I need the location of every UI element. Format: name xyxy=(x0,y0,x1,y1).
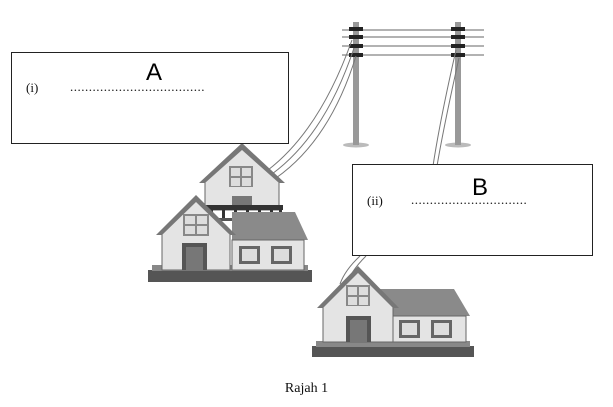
power-pole-left xyxy=(343,22,369,148)
figure-caption: Rajah 1 xyxy=(284,381,329,396)
overhead-power-lines xyxy=(342,29,484,56)
label-b-letter: B xyxy=(472,174,489,201)
label-box-a: (i) ....................................… xyxy=(11,52,289,144)
house-large xyxy=(148,143,312,282)
label-a-letter: A xyxy=(146,59,163,86)
label-a-answer-line: .................................... xyxy=(70,79,205,94)
label-b-answer-line: ............................... xyxy=(411,192,528,207)
service-wires-house-1 xyxy=(267,39,357,179)
label-a-roman-numeral: (i) xyxy=(26,80,39,95)
power-pole-right xyxy=(445,22,471,148)
house-small xyxy=(312,266,474,357)
label-b-roman-numeral: (ii) xyxy=(367,193,383,208)
label-box-b: (ii) ............................... B xyxy=(352,164,593,256)
